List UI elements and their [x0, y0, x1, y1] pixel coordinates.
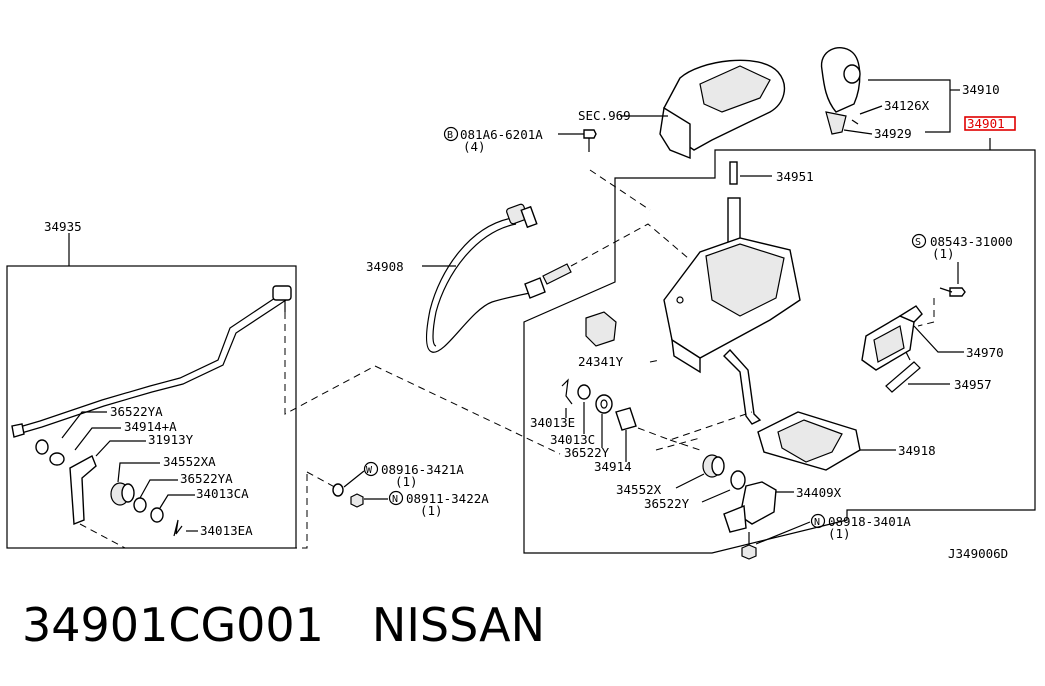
callout-24341Y: 24341Y	[578, 354, 624, 369]
washer-36522YA	[133, 497, 147, 513]
symbol-N2: N	[814, 517, 820, 528]
callout-081A6-qty: (4)	[463, 139, 486, 154]
cable-34908	[425, 217, 531, 353]
callout-34957: 34957	[954, 377, 992, 392]
washer-36522Y-a	[595, 394, 613, 414]
callout-34901: 34901	[967, 116, 1005, 131]
callout-08916: 08916-3421A	[381, 462, 464, 477]
callout-08543: 08543-31000	[930, 234, 1013, 249]
diagram-id: J349006D	[948, 546, 1008, 561]
control-rod	[15, 289, 289, 429]
callout-34914A: 34914+A	[124, 419, 177, 434]
nut-08918	[741, 544, 757, 560]
symbol-B: B	[447, 130, 453, 141]
callout-34552XA: 34552XA	[163, 454, 216, 469]
callout-34970: 34970	[966, 345, 1004, 360]
callout-36522YA-a: 36522YA	[110, 404, 163, 419]
symbol-S: S	[915, 237, 921, 248]
callout-08918: 08918-3401A	[828, 514, 911, 529]
bolt-081A6	[583, 129, 597, 139]
caption-brand: NISSAN	[371, 598, 546, 652]
assembly-outline	[523, 138, 1036, 554]
callout-08916-qty: (1)	[395, 474, 418, 489]
callout-34126X: 34126X	[884, 98, 930, 113]
callout-08543-qty: (1)	[932, 246, 955, 261]
symbol-W: W	[366, 465, 373, 476]
callout-34951: 34951	[776, 169, 814, 184]
key-34957	[885, 361, 921, 393]
callout-34935: 34935	[44, 219, 82, 234]
clip-34013CA	[150, 507, 164, 523]
callout-34013E: 34013E	[530, 415, 575, 430]
callout-34409X: 34409X	[796, 485, 842, 500]
callout-34918: 34918	[898, 443, 936, 458]
bushing-34914	[615, 407, 637, 431]
pin-34951	[729, 161, 738, 185]
screw-08543	[949, 287, 966, 297]
callout-34013C: 34013C	[550, 432, 595, 447]
callout-SEC969: SEC.969	[578, 108, 631, 123]
connector-24341Y	[585, 311, 617, 347]
callout-081A6: 081A6-6201A	[460, 127, 543, 142]
callout-31913Y: 31913Y	[148, 432, 194, 447]
callout-34552X: 34552X	[616, 482, 662, 497]
clip-34013C	[577, 384, 591, 400]
callout-34901-highlight	[964, 116, 1016, 131]
washer-36522Y-b	[730, 470, 746, 490]
callout-34910: 34910	[962, 82, 1000, 97]
part-caption: 34901CG001 NISSAN	[22, 598, 545, 652]
callout-08918-qty: (1)	[828, 526, 851, 541]
callout-08911: 08911-3422A	[406, 491, 489, 506]
clip-34013EA	[173, 519, 183, 537]
clip-34013E	[561, 378, 573, 405]
callout-34914: 34914	[594, 459, 632, 474]
callout-36522YA-b: 36522YA	[180, 471, 233, 486]
callout-34013EA: 34013EA	[200, 523, 253, 538]
symbol-N1: N	[392, 494, 398, 505]
lever-arm	[69, 455, 97, 526]
callout-34929: 34929	[874, 126, 912, 141]
callout-36522Y-a: 36522Y	[564, 445, 610, 460]
callout-36522Y-b: 36522Y	[644, 496, 690, 511]
bushing-34914A	[35, 439, 49, 455]
callout-08911-qty: (1)	[420, 503, 443, 518]
caption-part-number: 34901CG001	[22, 598, 324, 652]
callout-34013CA: 34013CA	[196, 486, 249, 501]
callout-34908: 34908	[366, 259, 404, 274]
